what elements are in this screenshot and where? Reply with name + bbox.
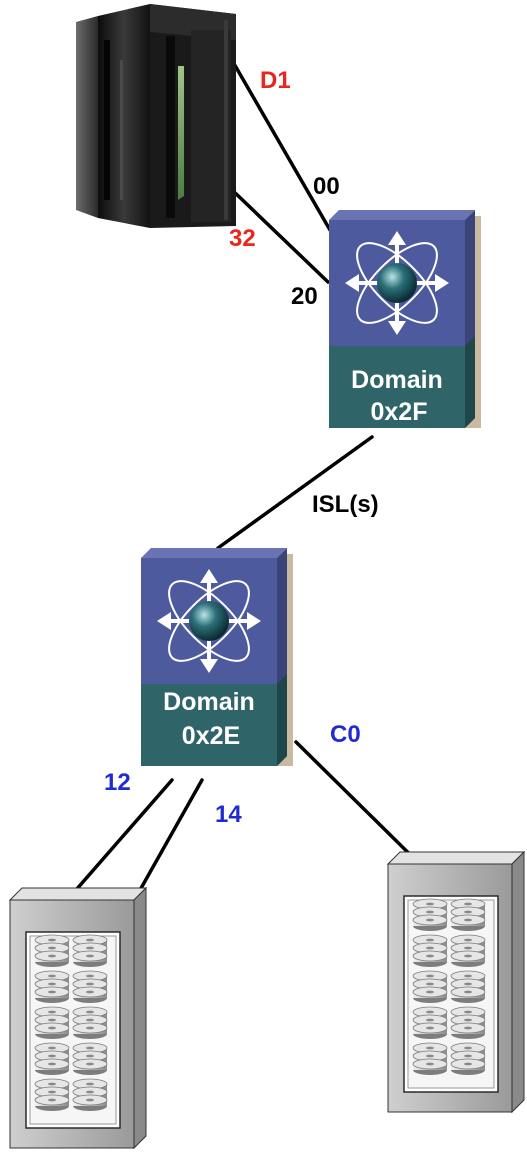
switch-domain-0x2e: Domain 0x2E <box>140 547 294 767</box>
switch-bottom-port-c0: C0 <box>330 721 361 748</box>
link-mainframe-d1-to-switch-00 <box>231 60 332 232</box>
switch-bottom-domain-label: Domain <box>163 688 255 716</box>
switch-bottom-domain-id: 0x2E <box>182 722 240 750</box>
isl-link <box>216 435 374 550</box>
left-storage-array <box>9 887 147 1149</box>
connection-lines <box>46 60 446 924</box>
isl-label: ISL(s) <box>312 491 379 518</box>
switch-top-port-00: 00 <box>313 173 340 200</box>
mainframe-port-32: 32 <box>229 225 256 252</box>
right-storage-array <box>387 851 525 1113</box>
switch-bottom-port-14: 14 <box>215 801 242 828</box>
link-mainframe-32-to-switch-20 <box>228 186 330 284</box>
switch-top-domain-id: 0x2F <box>371 398 428 426</box>
fabric-switch-icon <box>328 209 482 429</box>
switch-top-port-20: 20 <box>291 283 318 310</box>
switch-top-domain-label: Domain <box>351 366 443 394</box>
mainframe-server-icon <box>76 4 236 228</box>
switch-domain-0x2f: Domain 0x2F <box>328 209 482 429</box>
switch-bottom-port-12: 12 <box>104 769 131 796</box>
mainframe-port-d1: D1 <box>260 67 291 94</box>
port-labels: D1 32 00 20 ISL(s) 12 14 C0 <box>104 67 379 828</box>
